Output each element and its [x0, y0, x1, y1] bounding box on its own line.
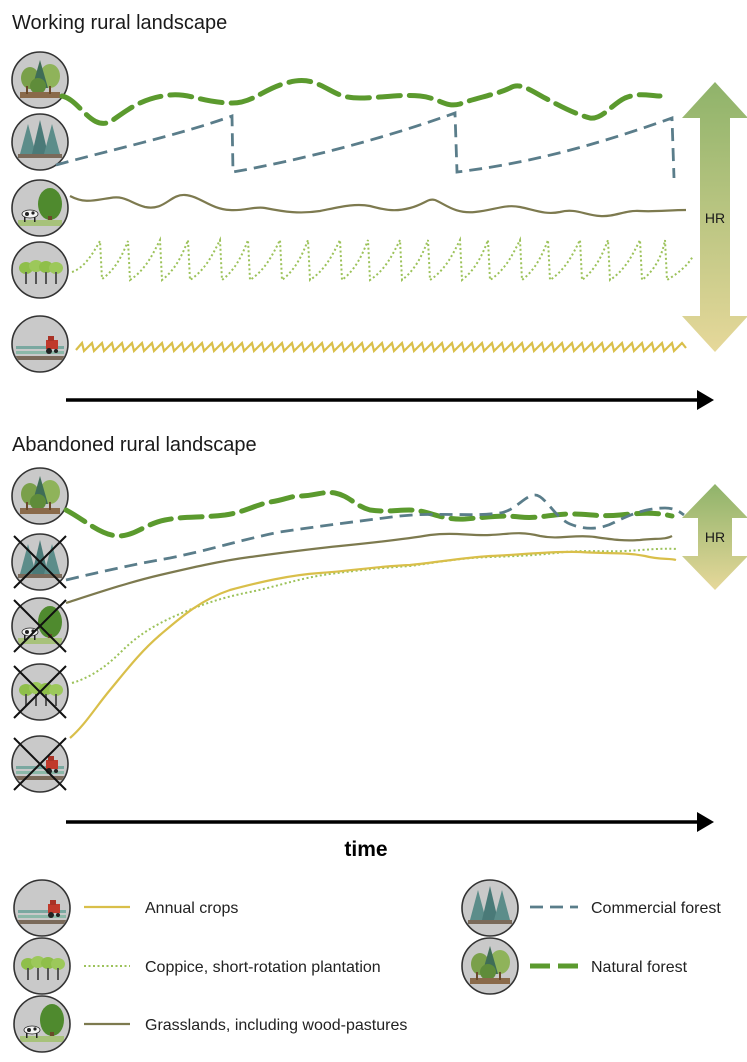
legend-commercial-forest-label: Commercial forest: [591, 900, 721, 917]
working-time-arrowhead: [697, 390, 714, 410]
cross-out-icon: [13, 665, 67, 719]
cross-out-icon: [13, 737, 67, 791]
commercial-forest-icon: [12, 114, 68, 170]
working-natural-forest-line: [59, 78, 663, 126]
abandoned-natural-forest-line: [63, 490, 675, 539]
coppice-trees-icon: [12, 242, 68, 298]
abandoned-coppice-line: [71, 547, 679, 684]
working-grassland-line: [69, 193, 687, 218]
working-coppice-line: [71, 236, 694, 282]
natural-forest-icon: [12, 52, 68, 108]
time-axis-label: time: [344, 838, 387, 861]
abandoned-hr-label: HR: [705, 529, 725, 545]
legend-natural-forest-label: Natural forest: [591, 959, 688, 976]
cross-out-icon: [13, 535, 67, 589]
working-hr-label: HR: [705, 210, 725, 226]
coppice-trees-icon: [14, 938, 70, 994]
grassland-cow-tree-icon: [12, 180, 68, 236]
cross-out-icon: [13, 599, 67, 653]
working-panel-title: Working rural landscape: [12, 12, 227, 34]
natural-forest-icon: [12, 468, 68, 524]
legend-grassland-label: Grasslands, including wood-pastures: [145, 1017, 407, 1034]
abandoned-grassland-line: [65, 532, 673, 605]
abandoned-panel-title: Abandoned rural landscape: [12, 434, 257, 456]
grassland-cow-tree-icon: [14, 996, 70, 1052]
abandoned-commercial-forest-line: [65, 493, 685, 582]
abandoned-hr-arrow: [682, 484, 747, 590]
natural-forest-icon: [462, 938, 518, 994]
commercial-forest-icon: [462, 880, 518, 936]
working-annual-crops-line: [75, 340, 687, 354]
crops-tractor-icon: [12, 316, 68, 372]
legend-annual-crops-label: Annual crops: [145, 900, 238, 917]
legend-coppice-label: Coppice, short-rotation plantation: [145, 959, 381, 976]
working-commercial-forest-line: [55, 111, 676, 179]
working-hr-arrow: [682, 82, 747, 352]
abandoned-annual-crops-line: [69, 550, 677, 739]
crops-tractor-icon: [14, 880, 70, 936]
abandoned-time-arrowhead: [697, 812, 714, 832]
